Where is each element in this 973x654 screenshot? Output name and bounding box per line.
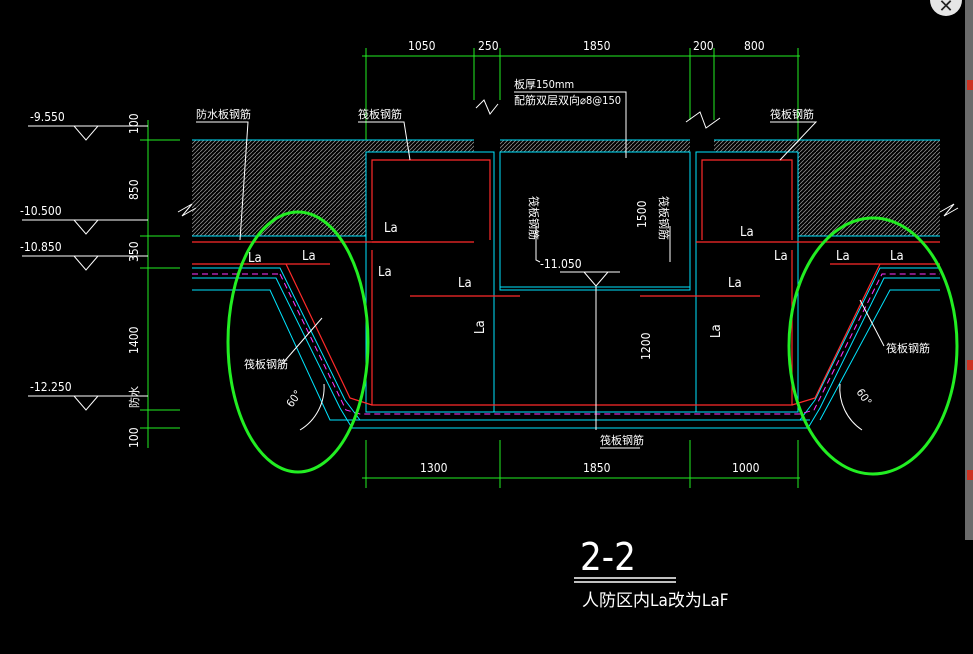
highlight-ellipse-right (787, 216, 959, 476)
waterproof-membrane (192, 273, 940, 415)
dim-left-5: 防水 (127, 386, 141, 408)
label-raft-left: 筏板钢筋 (358, 107, 402, 121)
label-cover-2: 配筋双层双向⌀8@150 (514, 93, 621, 107)
dim-bottom-3: 1000 (732, 461, 760, 475)
elev-2: -10.500 (20, 204, 62, 218)
angle-arc-left (299, 383, 325, 431)
section-title: 2-2 (580, 535, 636, 579)
label-wall-right: 筏板钢筋 (657, 196, 671, 240)
wall-height: 1500 (635, 200, 649, 228)
elevation-markers (22, 125, 620, 430)
angle-right: 60° (854, 386, 875, 408)
callout-text: 防水板钢筋 筏板钢筋 筏板钢筋 板厚150mm 配筋双层双向⌀8@150 筏板钢… (196, 77, 930, 447)
la-4: La (473, 320, 488, 334)
close-icon: ✕ (938, 0, 954, 17)
dim-bottom-2: 1850 (583, 461, 611, 475)
dim-top-3: 1850 (583, 39, 611, 53)
soil-hatch (192, 140, 940, 236)
label-slope-left: 筏板钢筋 (244, 357, 288, 371)
dim-left-4: 1400 (127, 326, 141, 354)
elev-3: -10.850 (20, 240, 62, 254)
label-waterproof-rebar: 防水板钢筋 (196, 107, 251, 121)
elevation-text: -9.550 -10.500 -10.850 -12.250 -11.050 (20, 110, 582, 394)
dim-top-2: 250 (478, 39, 499, 53)
pit-elevation: -11.050 (540, 257, 582, 271)
elev-4: -12.250 (30, 380, 72, 394)
break-marks (177, 99, 959, 217)
la-10: La (709, 324, 724, 338)
rebar-lines (192, 159, 940, 406)
pit-depth: 1200 (639, 332, 653, 360)
la-2: La (378, 265, 392, 280)
section-note: 人防区内La改为LaF (582, 591, 729, 611)
anchor-labels: La La La La La La La La La La La La (248, 221, 904, 338)
la-1: La (384, 221, 398, 236)
section-title-block: 2-2 人防区内La改为LaF (574, 535, 729, 611)
side-marker (967, 360, 973, 370)
la-5: La (248, 251, 262, 266)
close-button[interactable]: ✕ (930, 0, 962, 17)
la-8: La (774, 249, 788, 264)
side-panel-edge (965, 0, 973, 540)
highlight-ellipse-left (226, 210, 370, 474)
dim-top-4: 200 (693, 39, 714, 53)
label-cover-1: 板厚150mm (514, 77, 574, 91)
angle-arc-right (839, 383, 863, 431)
concrete-outlines (192, 139, 940, 429)
elev-1: -9.550 (30, 110, 65, 124)
dim-bottom-1: 1300 (420, 461, 448, 475)
side-marker (967, 80, 973, 90)
dim-left-6: 100 (127, 427, 141, 448)
dim-top-1: 1050 (408, 39, 436, 53)
leader-lines (196, 91, 885, 449)
label-raft-bottom: 筏板钢筋 (600, 433, 644, 447)
la-9: La (728, 276, 742, 291)
label-raft-right: 筏板钢筋 (770, 107, 814, 121)
dimension-lines (140, 48, 800, 488)
angle-left: 60° (284, 388, 305, 410)
la-12: La (890, 249, 904, 264)
la-6: La (302, 249, 316, 264)
la-11: La (836, 249, 850, 264)
dimension-text: 1050 250 1850 200 800 1300 1850 1000 (408, 39, 765, 475)
dim-left-3: 350 (127, 241, 141, 262)
dim-left-2: 850 (127, 179, 141, 200)
side-marker (967, 470, 973, 480)
label-wall-left: 筏板钢筋 (527, 196, 541, 240)
label-slope-right: 筏板钢筋 (886, 341, 930, 355)
vertical-dim-text: 100 850 350 1400 防水 100 1200 1500 (127, 113, 653, 448)
dim-top-5: 800 (744, 39, 765, 53)
dim-left-1: 100 (127, 113, 141, 134)
la-3: La (458, 276, 472, 291)
la-7: La (740, 225, 754, 240)
